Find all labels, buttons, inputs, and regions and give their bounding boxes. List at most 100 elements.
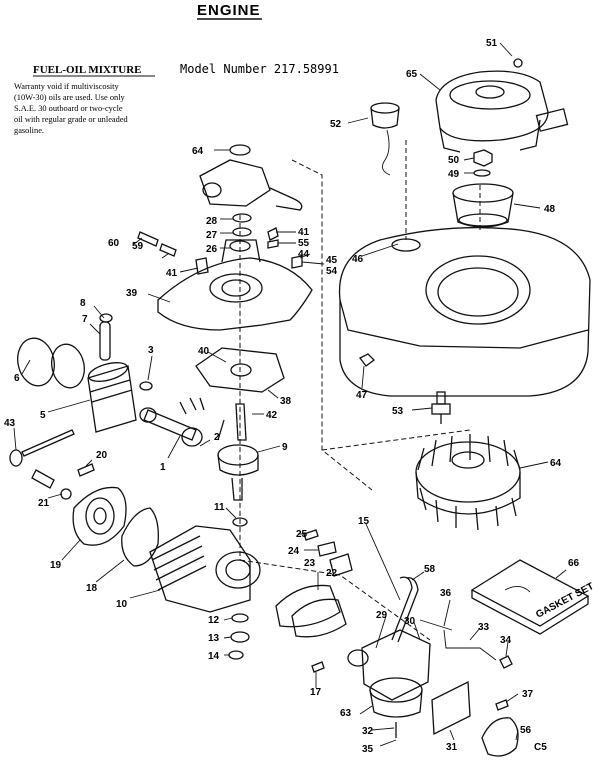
model-number: Model Number 217.58991 (180, 62, 339, 76)
reed-screw (311, 661, 325, 673)
warranty-line: Warranty void if multiviscosity (14, 82, 120, 91)
reed-valve-parts (275, 529, 353, 638)
small-fasteners (137, 227, 303, 275)
part-label: 14 (208, 651, 220, 662)
part-label: 17 (310, 687, 322, 698)
cylinder-block (149, 525, 261, 613)
part-label: 41 (166, 268, 178, 279)
warranty-line: gasoline. (14, 126, 44, 135)
throttle-linkage (419, 619, 497, 661)
part-label: 32 (362, 726, 374, 737)
part-label: 43 (4, 418, 16, 429)
part-label: 60 (108, 238, 120, 249)
part-label: 31 (446, 742, 458, 753)
end-cover-gasket (121, 507, 159, 567)
part-label: 34 (500, 635, 512, 646)
crankcase-end-cover (72, 486, 127, 546)
gasket-plate (195, 347, 285, 393)
part-label: 9 (282, 442, 288, 453)
part-label: 5 (40, 410, 46, 421)
warranty-line: oil with regular grade or unleaded (14, 115, 129, 124)
warranty-line: S.A.E. 30 outboard or two-cycle (14, 104, 123, 113)
part-label: 8 (80, 298, 86, 309)
blower-housing (338, 226, 591, 397)
part-label: 30 (404, 616, 416, 627)
part-label: 55 (298, 238, 310, 249)
part-label: 56 (520, 725, 532, 736)
part-label: 28 (206, 216, 218, 227)
part-label: 35 (362, 744, 374, 755)
assembly-guide-lines (239, 140, 481, 641)
part-label: 37 (522, 689, 534, 700)
part-label: 18 (86, 583, 98, 594)
part-label: 3 (148, 345, 154, 356)
fuel-oil-mixture-heading: FUEL-OIL MIXTURE (33, 64, 142, 76)
cover-screw (77, 463, 95, 477)
part-label: 65 (406, 69, 418, 80)
part-label: 42 (266, 410, 278, 421)
part-label: 24 (288, 546, 300, 557)
cylinder-bearing (232, 517, 248, 527)
piston-rings (17, 337, 85, 389)
part-label: 38 (280, 396, 292, 407)
top-screw (513, 58, 523, 68)
gasket-set-label: GASKET SET (534, 581, 596, 621)
part-label: 26 (206, 244, 218, 255)
part-label: 40 (198, 346, 210, 357)
part-label: 25 (296, 529, 308, 540)
part-label: 64 (550, 458, 562, 469)
warranty-note: Warranty void if multiviscosity (10W-30)… (14, 82, 129, 135)
part-label: 51 (486, 38, 498, 49)
part-label: 54 (326, 266, 338, 277)
part-label: 36 (440, 588, 452, 599)
part-label: 53 (392, 406, 404, 417)
spark-plug (431, 391, 451, 424)
part-label: 39 (126, 288, 138, 299)
rod (9, 429, 75, 467)
carburetor-upper (199, 144, 303, 211)
part-label: 19 (50, 560, 62, 571)
choke-plate (431, 680, 471, 736)
bottom-seals (228, 613, 250, 660)
part-label: 33 (478, 622, 490, 633)
part-label: 59 (132, 241, 144, 252)
part-label: 47 (356, 390, 368, 401)
linkage-screws (495, 655, 513, 711)
needle-bearings (179, 397, 205, 415)
part-label: 21 (38, 498, 50, 509)
fuel-line (391, 576, 419, 643)
seal-rings (229, 213, 252, 252)
connecting-rod (139, 407, 203, 447)
recoil-starter-housing (435, 70, 569, 153)
warranty-line: (10W-30) oils are used. Use only (14, 93, 126, 102)
part-label: 23 (304, 558, 316, 569)
part-label: 10 (116, 599, 128, 610)
part-label: 6 (14, 373, 20, 384)
part-label: 2 (214, 432, 220, 443)
starter-pulley (370, 102, 400, 176)
part-label: 48 (544, 204, 556, 215)
diagram-title: ENGINE (197, 2, 261, 19)
corner-code: C5 (534, 742, 547, 753)
flywheel (415, 434, 521, 531)
part-label: 22 (326, 568, 338, 579)
part-labels: 1 2 3 5 6 7 8 9 10 11 12 13 14 15 17 18 … (4, 38, 580, 755)
part-label: 52 (330, 119, 342, 130)
part-label: 64 (192, 146, 204, 157)
part-label: 46 (352, 254, 364, 265)
part-label: 63 (340, 708, 352, 719)
part-label: 50 (448, 155, 460, 166)
part-label: 66 (568, 558, 580, 569)
part-label: 29 (376, 610, 388, 621)
fuel-fitting (31, 469, 72, 500)
piston (87, 362, 137, 433)
part-label: 41 (298, 227, 310, 238)
part-label: 11 (214, 502, 225, 513)
flywheel-nut (473, 149, 493, 177)
starter-cup (452, 183, 514, 228)
part-label: 1 (160, 462, 166, 473)
control-knob (481, 717, 519, 757)
leader-lines (13, 42, 567, 747)
part-label: 27 (206, 230, 218, 241)
